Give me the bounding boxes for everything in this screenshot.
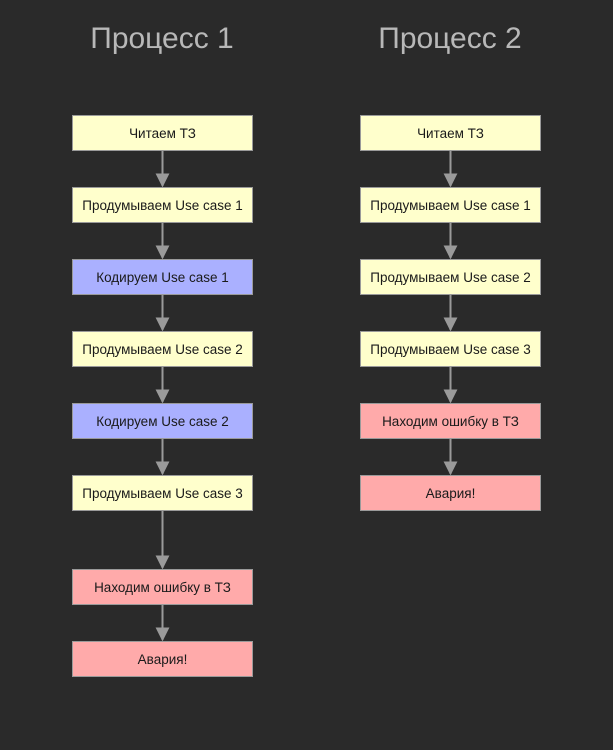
process-1-step-design-use-case-2: Продумываем Use case 2 (72, 331, 253, 367)
process-2-step-design-use-case-1: Продумываем Use case 1 (360, 187, 541, 223)
process-1-step-find-spec-error: Находим ошибку в ТЗ (72, 569, 253, 605)
process-1-step-design-use-case-3: Продумываем Use case 3 (72, 475, 253, 511)
process-1-step-code-use-case-2: Кодируем Use case 2 (72, 403, 253, 439)
process-1-step-read-spec: Читаем ТЗ (72, 115, 253, 151)
process-2-step-design-use-case-3: Продумываем Use case 3 (360, 331, 541, 367)
process-2-step-design-use-case-2: Продумываем Use case 2 (360, 259, 541, 295)
process-1-step-design-use-case-1: Продумываем Use case 1 (72, 187, 253, 223)
process-1-step-code-use-case-1: Кодируем Use case 1 (72, 259, 253, 295)
process-2-step-crash: Авария! (360, 475, 541, 511)
process-2-title: Процесс 2 (378, 22, 522, 55)
process-2-step-find-spec-error: Находим ошибку в ТЗ (360, 403, 541, 439)
process-1-step-crash: Авария! (72, 641, 253, 677)
process-1-title: Процесс 1 (90, 22, 234, 55)
process-2-step-read-spec: Читаем ТЗ (360, 115, 541, 151)
